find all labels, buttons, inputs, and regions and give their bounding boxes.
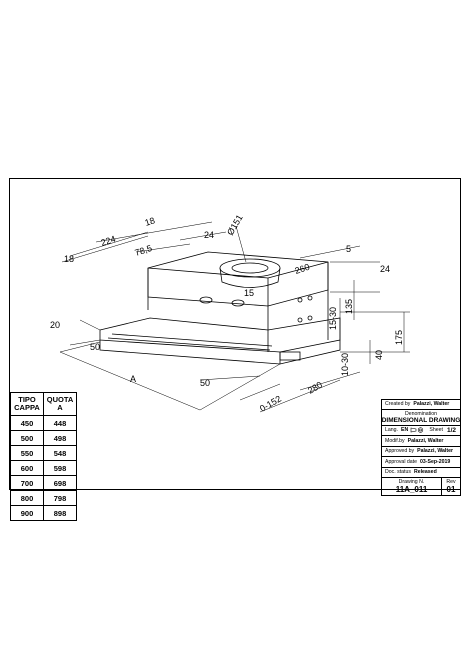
lang-row: Lang. EN Sheet 1/2 (381, 425, 461, 436)
dim-224: 224 (100, 234, 117, 248)
dim-5: 5 (346, 244, 351, 254)
dim-18b: 18 (144, 215, 157, 228)
hood-drawer-body (99, 317, 341, 353)
cell-quota: 798 (43, 490, 77, 506)
hood-outline (99, 251, 341, 365)
cell-quota: 548 (43, 445, 77, 461)
motor-outlet-inner (231, 262, 269, 274)
slot-hole (231, 299, 245, 307)
lang-label: Lang. (385, 427, 398, 434)
approved-label: Approved by (385, 448, 415, 455)
dim-135: 135 (344, 299, 354, 314)
cell-quota: 698 (43, 475, 77, 491)
approval-date-label: Approval date (385, 458, 418, 465)
denomination-value: DIMENSIONAL DRAWING (381, 416, 461, 424)
dim-0-152: 0-152 (258, 394, 283, 414)
lang-value: EN (400, 427, 409, 434)
created-label: Created by (385, 401, 411, 408)
cell-tipo: 700 (10, 475, 44, 491)
dim-24b: 24 (380, 264, 390, 274)
cell-tipo: 450 (10, 415, 44, 431)
cell-quota: 448 (43, 415, 77, 431)
sheet-label: Sheet (429, 427, 443, 434)
dim-175: 175 (394, 330, 404, 345)
drawing-number-row: Drawing N. 11A_011 Rev 01 (381, 478, 461, 496)
modif-label: Modif.by (385, 437, 405, 444)
cell-tipo: 600 (10, 460, 44, 476)
drawer-grille-line (107, 337, 271, 351)
denomination-row: Denomination DIMENSIONAL DRAWING (381, 409, 461, 426)
cell-tipo: 500 (10, 430, 44, 446)
approval-date-value: 03-Sep-2019 (420, 458, 451, 465)
dim-260: 260 (294, 262, 311, 276)
dim-20: 20 (50, 320, 60, 330)
projection-symbol-icon (410, 427, 424, 433)
motor-outlet-body (219, 267, 281, 288)
dim-280: 280 (306, 380, 324, 396)
doc-status-value: Released (413, 469, 437, 476)
dim-24a: 24 (204, 230, 214, 240)
dimension-lines (59, 221, 410, 413)
denomination-label: Denomination (404, 410, 437, 417)
sheet-value: 1/2 (446, 426, 456, 434)
cell-tipo: 800 (10, 490, 44, 506)
approval-date-row: Approval date 03-Sep-2019 (381, 457, 461, 468)
created-value: Palazzi, Walter (413, 401, 450, 408)
mounting-hole (307, 295, 313, 301)
drawing-number-cell: Drawing N. 11A_011 (381, 478, 442, 496)
drawing-no-value: 11A_011 (395, 485, 428, 494)
doc-status-label: Doc. status (385, 469, 411, 476)
mounting-hole (297, 317, 303, 323)
motor-outlet-top (219, 258, 281, 278)
drawer-grille-line-2 (111, 333, 273, 347)
cell-tipo: 550 (10, 445, 44, 461)
approved-row: Approved by Palazzi, Walter (381, 446, 461, 457)
cell-quota: 898 (43, 505, 77, 521)
created-by-row: Created by Palazzi, Walter (381, 399, 461, 410)
dim-50b: 50 (200, 378, 210, 388)
cell-quota: 598 (43, 460, 77, 476)
hood-drawer-front (99, 340, 341, 365)
cell-tipo: 900 (10, 505, 44, 521)
dim-40: 40 (374, 350, 384, 360)
doc-status-row: Doc. status Released (381, 467, 461, 478)
dim-78-5: 78,5 (134, 243, 154, 258)
control-panel (279, 351, 301, 361)
approved-value: Palazzi, Walter (417, 448, 453, 455)
dim-18a: 18 (64, 254, 74, 264)
dim-diameter-151: Ø151 (225, 213, 245, 237)
mounting-hole (307, 315, 313, 321)
dim-15: 15 (244, 288, 254, 298)
modif-value: Palazzi, Walter (407, 437, 444, 444)
dimension-labels: 18 224 18 78,5 24 Ø151 5 24 260 15 15-30… (50, 213, 404, 414)
dim-50a: 50 (90, 342, 100, 352)
dim-10-30: 10-30 (340, 353, 350, 376)
mounting-hole (297, 297, 303, 303)
slot-hole (199, 296, 213, 304)
rev-label: Rev (446, 479, 456, 485)
rev-value: 01 (446, 485, 456, 494)
drawing-no-label: Drawing N. (398, 479, 425, 485)
revision-cell: Rev 01 (442, 478, 461, 496)
dim-A: A (130, 374, 136, 384)
title-block: Created by Palazzi, Walter Denomination … (381, 399, 461, 496)
modif-row: Modif.by Palazzi, Walter (381, 436, 461, 447)
dim-15-30: 15-30 (328, 307, 338, 330)
cell-quota: 498 (43, 430, 77, 446)
drawing-frame (9, 178, 461, 490)
